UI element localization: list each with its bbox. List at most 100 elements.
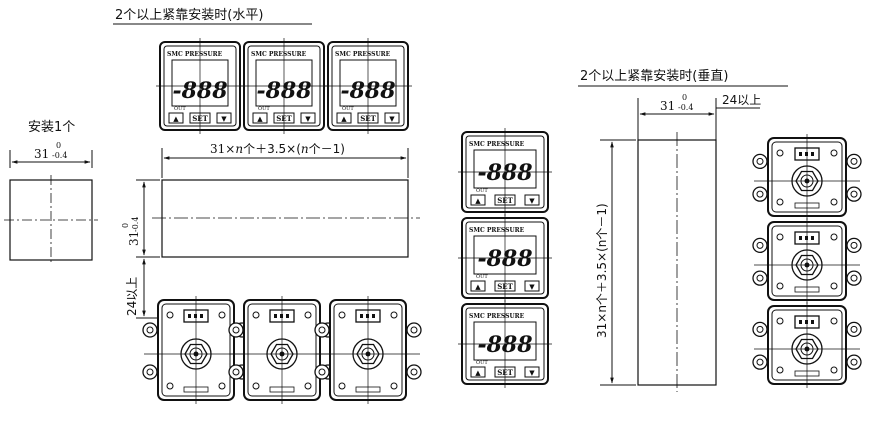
mounting-ear-hole	[232, 326, 240, 334]
device-brand: SMC PRESSURE	[469, 141, 525, 148]
horizontal-height-label: 31	[127, 231, 141, 246]
device-back	[314, 296, 422, 404]
up-arrow-icon: ▲	[475, 283, 481, 291]
mounting-ear-hole	[756, 325, 764, 333]
device-out-label: OUT	[476, 188, 488, 194]
device-brand: SMC PRESSURE	[469, 313, 525, 320]
screw-hole	[252, 311, 260, 319]
device-set-label: SET	[497, 196, 513, 205]
device-back	[752, 134, 862, 220]
screw-hole	[338, 311, 346, 319]
device-out-label: OUT	[174, 106, 186, 112]
device-brand: SMC PRESSURE	[335, 51, 391, 58]
device-set-label: SET	[360, 114, 376, 123]
device-out-label: OUT	[258, 106, 270, 112]
vertical-cutout: 31 0 -0.4 24以上 31×n个＋3.5×(n个－1)	[595, 93, 761, 392]
mounting-ear-hole	[850, 325, 858, 333]
title-vertical: 2个以上紧靠安装时(垂直)	[580, 69, 728, 84]
connector-pin	[366, 314, 369, 318]
screw-hole	[776, 282, 784, 290]
device-set-label: SET	[276, 114, 292, 123]
down-arrow-icon: ▼	[529, 197, 535, 205]
device-up-button	[168, 112, 184, 124]
device-set-label: SET	[497, 282, 513, 291]
mounting-ear-hole	[318, 326, 326, 334]
mounting-ear-hole	[410, 326, 418, 334]
screw-hole	[776, 149, 784, 157]
screw-hole	[166, 382, 174, 390]
connector-pin	[805, 236, 808, 240]
device-set-label: SET	[192, 114, 208, 123]
device-out-label: OUT	[342, 106, 354, 112]
down-arrow-icon: ▼	[221, 115, 227, 123]
single-width: 31	[34, 147, 49, 161]
screw-hole	[252, 382, 260, 390]
title-single: 安装1个	[28, 120, 75, 135]
mounting-ear-hole	[756, 358, 764, 366]
device-up-button	[470, 366, 486, 378]
vertical-tol-upper: 0	[682, 93, 687, 102]
up-arrow-icon: ▲	[475, 197, 481, 205]
connector-pin	[188, 314, 191, 318]
up-arrow-icon: ▲	[475, 369, 481, 377]
mounting-ear-hole	[756, 241, 764, 249]
mounting-ear-hole	[756, 190, 764, 198]
device-down-button	[300, 112, 316, 124]
down-arrow-icon: ▼	[305, 115, 311, 123]
device-brand: SMC PRESSURE	[167, 51, 223, 58]
mounting-ear-hole	[850, 241, 858, 249]
device-down-button	[384, 112, 400, 124]
single-tol-upper: 0	[56, 141, 61, 150]
up-arrow-icon: ▲	[257, 115, 263, 123]
device-out-label: OUT	[476, 274, 488, 280]
device-down-button	[524, 280, 540, 292]
vertical-tol-lower: -0.4	[678, 103, 693, 112]
horizontal-gap-label: 24以上	[125, 277, 139, 316]
single-tol-lower: -0.4	[52, 151, 67, 160]
mounting-ear-hole	[850, 190, 858, 198]
connector-pin	[811, 320, 814, 324]
screw-hole	[166, 311, 174, 319]
screw-hole	[830, 366, 838, 374]
connector-pin	[799, 236, 802, 240]
screw-hole	[304, 311, 312, 319]
mounting-ear-hole	[850, 157, 858, 165]
screw-hole	[830, 149, 838, 157]
device-up-button	[336, 112, 352, 124]
device-down-button	[524, 194, 540, 206]
screw-hole	[304, 382, 312, 390]
title-horizontal: 2个以上紧靠安装时(水平)	[115, 8, 263, 23]
screw-hole	[776, 317, 784, 325]
connector-pin	[360, 314, 363, 318]
connector-pin	[200, 314, 203, 318]
connector-pin	[280, 314, 283, 318]
up-arrow-icon: ▲	[173, 115, 179, 123]
horizontal-total-label: 31×n个＋3.5×(n个－1)	[210, 142, 345, 156]
vertical-back-devices	[752, 134, 862, 388]
device-brand: SMC PRESSURE	[251, 51, 307, 58]
horizontal-cutout: 31 0 -0.4 24以上	[121, 179, 420, 319]
device-down-button	[524, 366, 540, 378]
mounting-ear-hole	[146, 368, 154, 376]
device-back	[142, 296, 250, 404]
device-up-button	[252, 112, 268, 124]
connector-pin	[274, 314, 277, 318]
mounting-ear-hole	[410, 368, 418, 376]
connector-pin	[286, 314, 289, 318]
connector-pin	[799, 320, 802, 324]
mounting-ear-hole	[318, 368, 326, 376]
screw-hole	[218, 311, 226, 319]
horizontal-height-tol-lower: -0.4	[131, 217, 140, 232]
connector-pin	[811, 152, 814, 156]
horizontal-back-devices	[142, 296, 422, 404]
connector-pin	[805, 152, 808, 156]
mounting-ear-hole	[146, 326, 154, 334]
screw-hole	[830, 233, 838, 241]
vertical-gap-label: 24以上	[722, 93, 761, 107]
